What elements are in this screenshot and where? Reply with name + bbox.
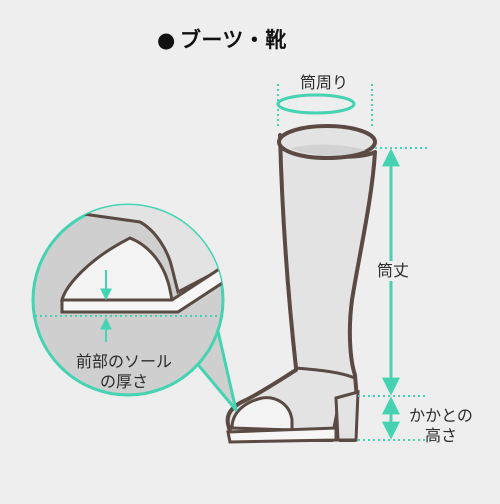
zoom-toe xyxy=(60,236,174,302)
label-heel-height-line2: 高さ xyxy=(424,426,457,445)
boot-sole xyxy=(226,426,338,444)
label-shaft-height: 筒丈 xyxy=(376,261,411,281)
heel-height-indicator xyxy=(358,395,428,441)
circumference-indicator xyxy=(276,84,373,128)
page-title: ●ブーツ・靴 xyxy=(157,28,287,52)
label-circumference: 筒周り xyxy=(300,73,349,92)
boot-toe-cap xyxy=(230,396,294,432)
boot-opening-inner xyxy=(290,144,366,156)
boot-ankle-line xyxy=(295,366,356,380)
label-heel-height: かかとの 高さ xyxy=(398,406,484,446)
label-heel-height-line1: かかとの xyxy=(409,406,473,425)
boot-heel xyxy=(334,390,360,442)
boot-illustration xyxy=(225,124,377,444)
title-text: ブーツ・靴 xyxy=(179,28,287,52)
label-sole-thickness-line1: 前部のソール xyxy=(75,352,172,371)
zoom-sole xyxy=(60,259,223,314)
title-bullet: ● xyxy=(157,28,176,52)
sole-zoom-callout xyxy=(31,203,238,412)
label-sole-thickness: 前部のソール の厚さ xyxy=(62,352,186,392)
zoom-boot-upper xyxy=(33,205,223,295)
label-sole-thickness-line2: の厚さ xyxy=(99,372,148,391)
